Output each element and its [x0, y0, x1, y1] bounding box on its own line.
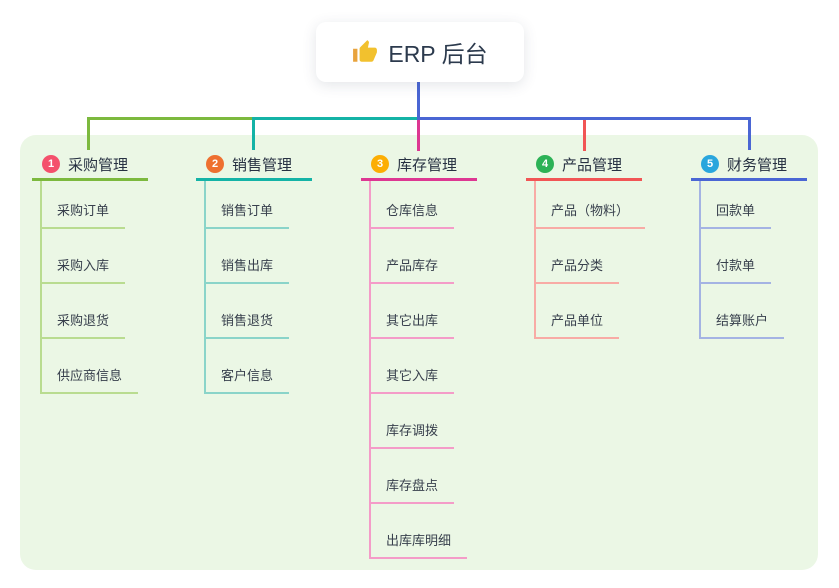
- child-node-label[interactable]: 回款单: [701, 200, 772, 229]
- connector-drop-sales: [252, 117, 255, 150]
- child-node-label[interactable]: 付款单: [701, 255, 772, 284]
- child-node: 销售订单: [206, 181, 361, 229]
- connector-drop-product: [583, 120, 586, 151]
- child-node: 出库库明细: [371, 504, 526, 559]
- child-node-label[interactable]: 采购入库: [42, 255, 126, 284]
- children-group-finance: 回款单 付款单 结算账户: [699, 181, 839, 339]
- branch-title-label: 采购管理: [68, 156, 129, 174]
- child-node-label[interactable]: 采购订单: [42, 200, 126, 229]
- child-node: 回款单: [701, 181, 839, 229]
- child-node-label[interactable]: 产品分类: [536, 255, 620, 284]
- child-node-label[interactable]: 产品（物料）: [536, 200, 646, 229]
- branch-badge: 5: [701, 155, 719, 173]
- thumbs-up-icon: [353, 40, 378, 62]
- branch-badge: 2: [206, 155, 224, 173]
- children-group-product: 产品（物料） 产品分类 产品单位: [534, 181, 691, 339]
- connector-root-drop: [417, 82, 420, 119]
- child-node-label[interactable]: 产品单位: [536, 310, 620, 339]
- child-node-label[interactable]: 采购退货: [42, 310, 126, 339]
- root-node[interactable]: ERP 后台: [316, 22, 524, 82]
- connector-drop-purchase: [87, 117, 90, 150]
- children-group-sales: 销售订单 销售出库 销售退货 客户信息: [204, 181, 361, 394]
- child-node-label[interactable]: 供应商信息: [42, 365, 139, 394]
- branch-product: 4 产品管理 产品（物料） 产品分类 产品单位: [526, 150, 691, 339]
- connector-horizontal-purchase: [87, 117, 254, 120]
- child-node: 其它出库: [371, 284, 526, 339]
- connector-horizontal-finance: [417, 117, 751, 120]
- child-node: 仓库信息: [371, 181, 526, 229]
- branch-badge: 4: [536, 155, 554, 173]
- child-node: 付款单: [701, 229, 839, 284]
- branches-background-panel: [20, 135, 818, 570]
- child-node: 库存盘点: [371, 449, 526, 504]
- child-node-label[interactable]: 库存调拨: [371, 420, 455, 449]
- branch-purchase: 1 采购管理 采购订单 采购入库 采购退货 供应商信息: [32, 150, 197, 394]
- branch-inventory: 3 库存管理 仓库信息 产品库存 其它出库 其它入库 库存调拨 库存盘点 出库库…: [361, 150, 526, 559]
- child-node: 产品（物料）: [536, 181, 691, 229]
- branch-title-sales[interactable]: 2 销售管理: [196, 150, 312, 181]
- child-node-label[interactable]: 产品库存: [371, 255, 455, 284]
- child-node: 库存调拨: [371, 394, 526, 449]
- child-node: 客户信息: [206, 339, 361, 394]
- child-node: 采购入库: [42, 229, 197, 284]
- branch-title-product[interactable]: 4 产品管理: [526, 150, 642, 181]
- branch-title-label: 财务管理: [727, 156, 788, 174]
- branch-badge: 1: [42, 155, 60, 173]
- child-node-label[interactable]: 销售退货: [206, 310, 290, 339]
- child-node-label[interactable]: 库存盘点: [371, 475, 455, 504]
- child-node-label[interactable]: 仓库信息: [371, 200, 455, 229]
- branch-title-label: 销售管理: [232, 156, 293, 174]
- child-node: 销售出库: [206, 229, 361, 284]
- child-node-label[interactable]: 客户信息: [206, 365, 290, 394]
- branch-title-label: 产品管理: [562, 156, 623, 174]
- child-node: 产品分类: [536, 229, 691, 284]
- child-node: 采购订单: [42, 181, 197, 229]
- branch-sales: 2 销售管理 销售订单 销售出库 销售退货 客户信息: [196, 150, 361, 394]
- child-node: 产品库存: [371, 229, 526, 284]
- root-title: ERP 后台: [388, 41, 488, 67]
- child-node: 采购退货: [42, 284, 197, 339]
- connector-horizontal-sales: [252, 117, 418, 120]
- connector-drop-finance: [748, 117, 751, 150]
- child-node: 产品单位: [536, 284, 691, 339]
- branch-title-purchase[interactable]: 1 采购管理: [32, 150, 148, 181]
- branch-title-inventory[interactable]: 3 库存管理: [361, 150, 477, 181]
- child-node-label[interactable]: 销售出库: [206, 255, 290, 284]
- branch-finance: 5 财务管理 回款单 付款单 结算账户: [691, 150, 839, 339]
- child-node-label[interactable]: 其它出库: [371, 310, 455, 339]
- child-node-label[interactable]: 出库库明细: [371, 530, 468, 559]
- child-node-label[interactable]: 销售订单: [206, 200, 290, 229]
- child-node: 结算账户: [701, 284, 839, 339]
- child-node-label[interactable]: 其它入库: [371, 365, 455, 394]
- connector-drop-inventory: [417, 120, 420, 151]
- child-node: 销售退货: [206, 284, 361, 339]
- children-group-inventory: 仓库信息 产品库存 其它出库 其它入库 库存调拨 库存盘点 出库库明细: [369, 181, 526, 559]
- branch-title-finance[interactable]: 5 财务管理: [691, 150, 807, 181]
- branch-badge: 3: [371, 155, 389, 173]
- children-group-purchase: 采购订单 采购入库 采购退货 供应商信息: [40, 181, 197, 394]
- child-node: 供应商信息: [42, 339, 197, 394]
- child-node-label[interactable]: 结算账户: [701, 310, 785, 339]
- branch-title-label: 库存管理: [397, 156, 458, 174]
- child-node: 其它入库: [371, 339, 526, 394]
